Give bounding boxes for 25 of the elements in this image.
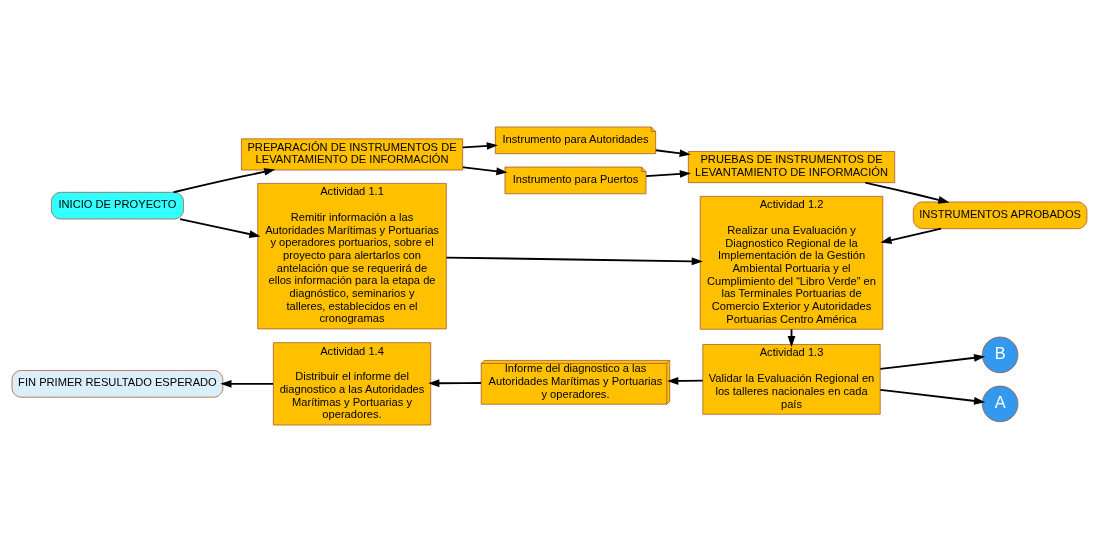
arrow (172, 167, 276, 194)
node-box: PRUEBAS DE INSTRUMENTOS DE LEVANTAMIENTO DE INFORMACIÓN (687, 151, 896, 183)
node-box: Actividad 1.4 Distribuir el informe del diagnostico a las Autoridades Marítimas y Portuarias y operadores. (272, 342, 432, 426)
node-box: Actividad 1.1 Remitir información a las Autoridades Marítimas y Portuarias y operadores portuarios, sobre el proyecto para alertarlos con antelación que se requerirá de ellos información para la etapa de diagnóstico, seminarios y talleres, establecidos en el cronogramas (257, 183, 447, 330)
arrow (667, 377, 704, 385)
node-box: INSTRUMENTOS APROBADOS (912, 201, 1088, 230)
arrow (461, 142, 498, 150)
node-box: Actividad 1.3 Validar la Evaluación Regional en los talleres nacionales en cada país (702, 344, 881, 415)
arrow (445, 256, 703, 266)
arrow (880, 227, 942, 244)
arrow (645, 170, 691, 178)
arrow (428, 379, 482, 388)
arrow (879, 388, 986, 405)
node-box: PREPARACIÓN DE INSTRUMENTOS DE LEVANTAMIENTO DE INFORMACIÓN (241, 138, 463, 171)
node-box: FIN PRIMER RESULTADO ESPERADO (11, 370, 224, 398)
arrow (864, 181, 950, 204)
arrow (879, 354, 986, 370)
arrow (654, 149, 691, 158)
node-box: Actividad 1.2 Realizar una Evaluación y Diagnostico Regional de la Implementación de la Gestión Ambiental Portuaria y el Cumplimiento del “Libro Verde” en las Terminales Portuarias de Comercio Exterior y Autoridades Portuarias Centro América (699, 196, 884, 330)
arrow (461, 166, 508, 176)
node-circle: A (981, 385, 1019, 423)
node-box: INICIO DE PROYECTO (51, 191, 184, 220)
node-circle: B (981, 336, 1019, 374)
arrow (220, 379, 274, 388)
arrow (179, 218, 261, 238)
